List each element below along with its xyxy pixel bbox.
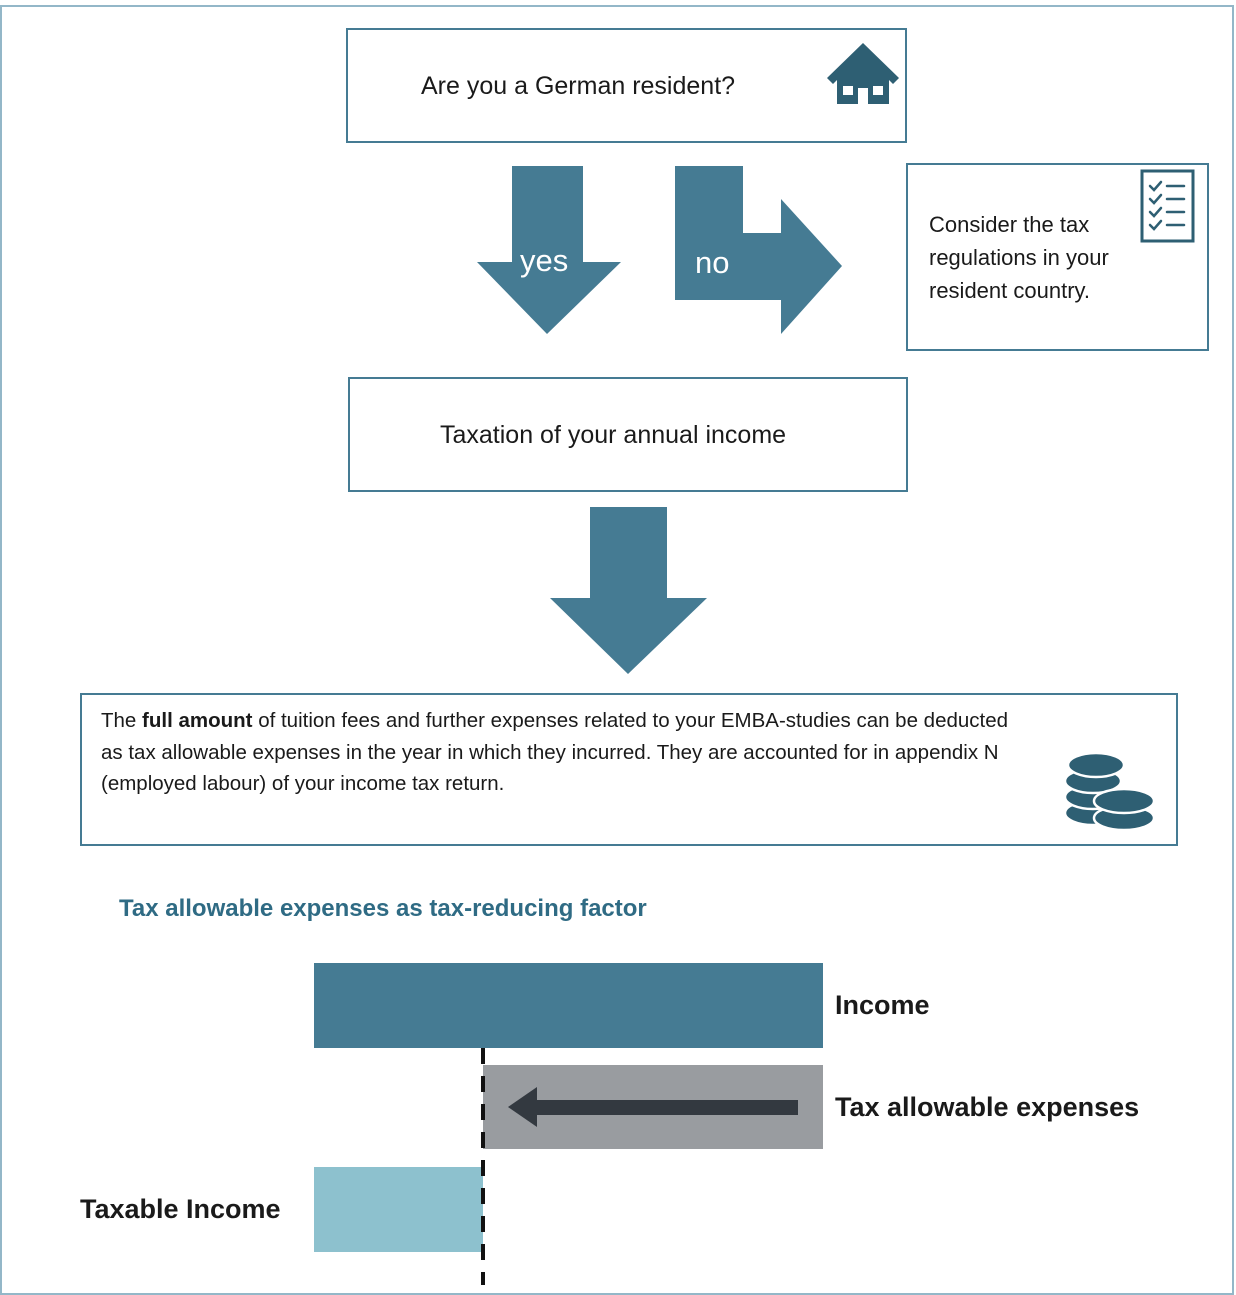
expenses-label: Tax allowable expenses (835, 1092, 1140, 1122)
info-box (80, 693, 1178, 846)
taxation-text: Taxation of your annual income (440, 421, 787, 449)
yes-arrow (477, 166, 621, 334)
coins-icon (1063, 751, 1156, 832)
no-arrow (675, 166, 842, 334)
question-box (346, 28, 907, 143)
info-text-bold: full amount (142, 709, 253, 732)
yes-label: yes (520, 243, 569, 278)
taxable-income-label: Taxable Income (80, 1194, 281, 1224)
income-label: Income (835, 990, 930, 1020)
no-label: no (695, 245, 730, 280)
checklist-icon (1140, 169, 1195, 243)
down-arrow (550, 507, 707, 674)
info-text-post: of tuition fees and further expenses rel… (101, 709, 1009, 795)
taxable-income-bar (314, 1167, 483, 1252)
arrow-left-icon (508, 1087, 798, 1127)
house-icon (827, 43, 899, 104)
side-note-text: Consider the tax regulations in your res… (929, 212, 1109, 303)
info-text: The full amount of tuition fees and furt… (101, 705, 1021, 800)
section-title: Tax allowable expenses as tax-reducing f… (119, 895, 647, 922)
question-text: Are you a German resident? (421, 72, 736, 100)
income-bar (314, 963, 823, 1048)
taxation-box (348, 377, 908, 492)
side-note-box (906, 163, 1209, 351)
info-text-pre: The (101, 709, 143, 732)
